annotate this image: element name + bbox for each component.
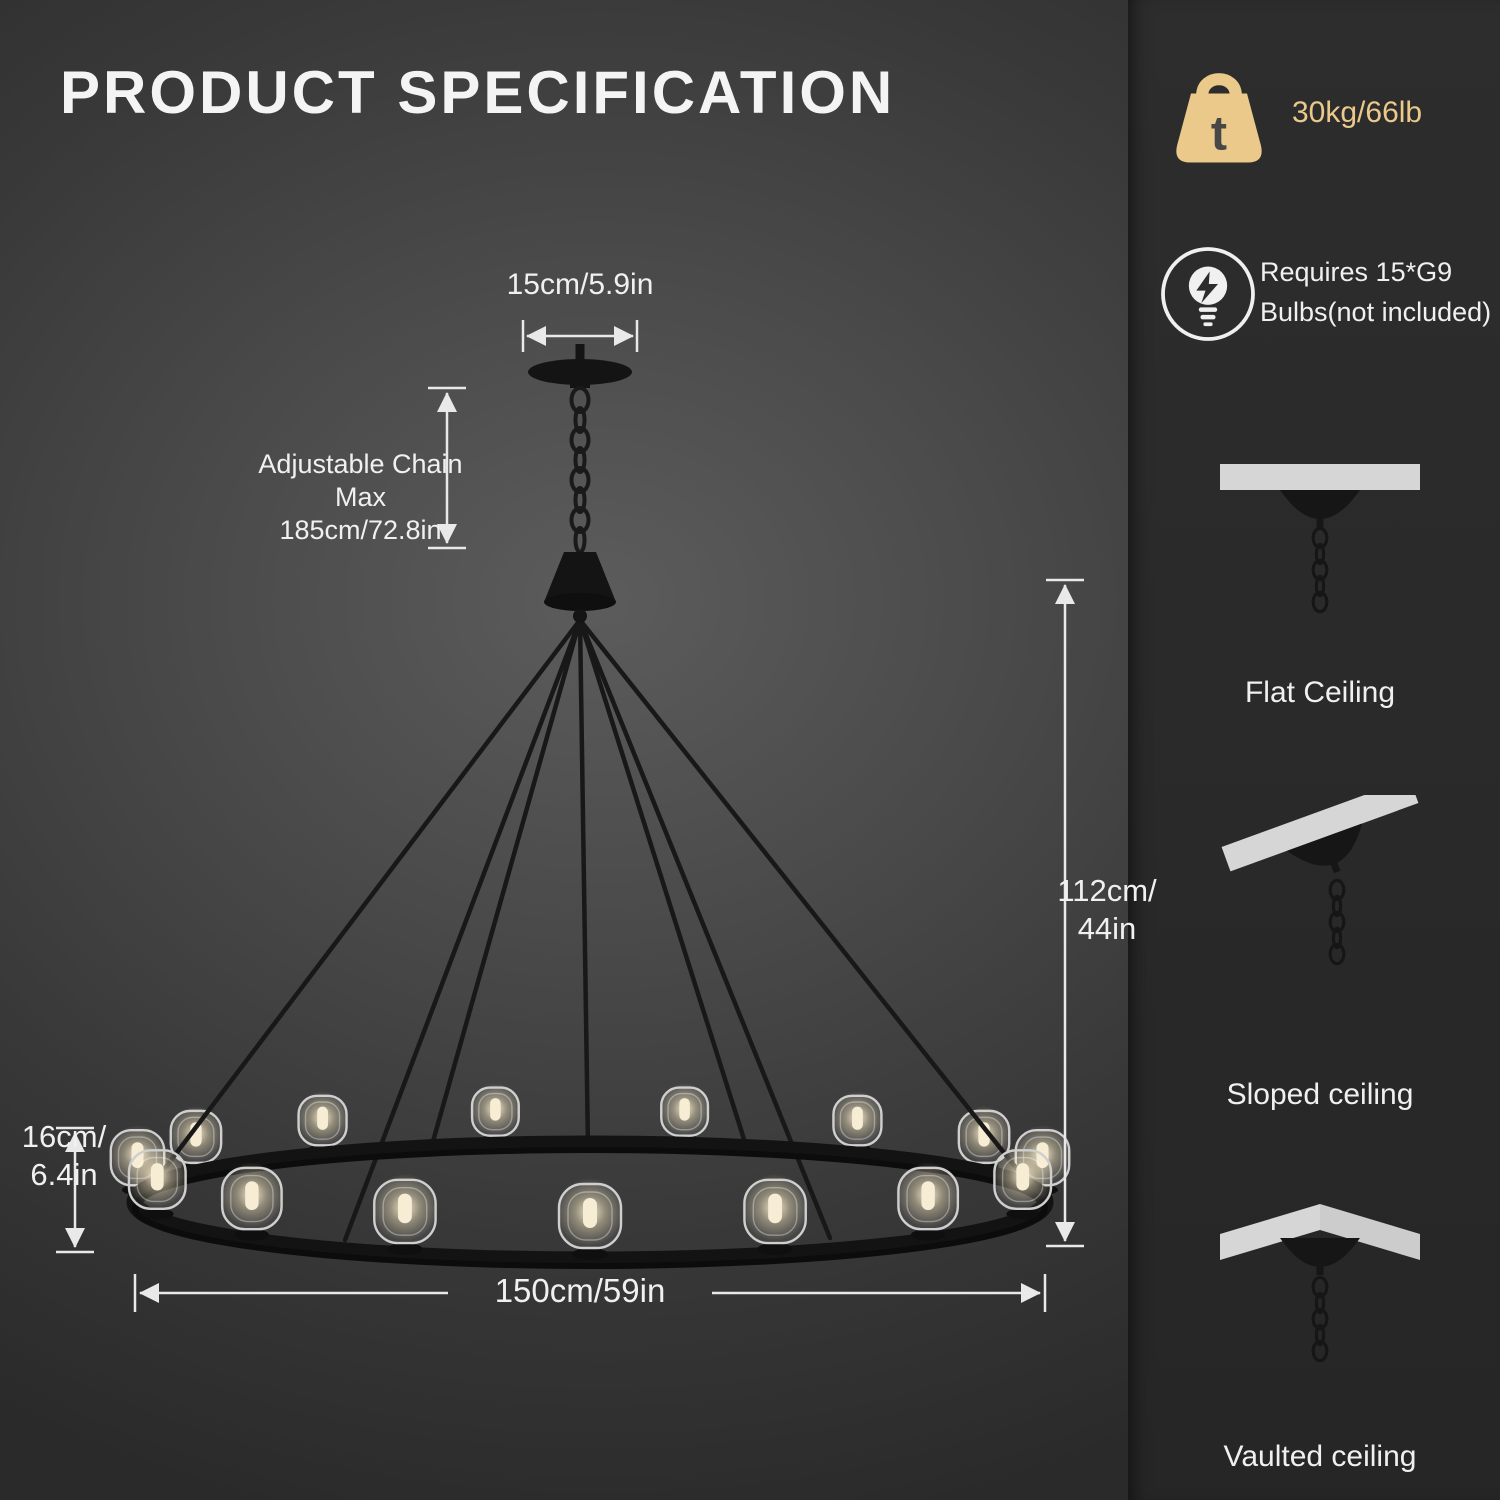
glass-shade-light xyxy=(659,1083,711,1144)
glass-shade-light xyxy=(741,1173,809,1255)
weight-value: 30kg/66lb xyxy=(1292,96,1423,129)
lightning-bolt-icon xyxy=(1196,271,1218,304)
glass-shade-light xyxy=(126,1144,189,1220)
sloped-ceiling-label: Sloped ceiling xyxy=(1226,1078,1414,1111)
glass-shade-light xyxy=(296,1091,349,1154)
shade-height-label-line2: 6.4in xyxy=(30,1157,98,1192)
chain-length-label-line2: Max 185cm/72.8in xyxy=(279,482,442,545)
sloped-ceiling-figure xyxy=(1221,795,1419,966)
shade-height-label-line1: 16cm/ xyxy=(21,1119,107,1154)
bulb-requirement-line2: Bulbs(not included) xyxy=(1260,297,1492,327)
flat-ceiling-chain xyxy=(1311,526,1329,614)
bulb-requirement: Requires 15*G9 Bulbs(not included) xyxy=(1260,252,1491,332)
glass-shade-light xyxy=(831,1091,884,1154)
glass-lights-front xyxy=(126,1144,1054,1260)
canopy-width-label: 15cm/5.9in xyxy=(506,268,654,301)
bulb-icon xyxy=(1161,247,1255,341)
dim-chain-length xyxy=(428,386,466,550)
height-label-line1: 112cm/ xyxy=(1057,873,1157,908)
sloped-ceiling-chain xyxy=(1328,878,1346,966)
diameter-label: 150cm/59in xyxy=(494,1272,666,1309)
bulb-requirement-line1: Requires 15*G9 xyxy=(1260,257,1453,287)
page-title: PRODUCT SPECIFICATION xyxy=(60,59,896,126)
vaulted-ceiling-figure xyxy=(1220,1204,1420,1363)
glass-shade-light xyxy=(469,1083,521,1144)
glass-shade-light xyxy=(991,1144,1054,1220)
glass-shade-light xyxy=(371,1173,439,1255)
suspension-rods xyxy=(147,617,1035,1243)
glass-shade-light xyxy=(895,1162,961,1241)
chain-length-label-line1: Adjustable Chain xyxy=(258,449,463,479)
vaulted-ceiling-label: Vaulted ceiling xyxy=(1223,1440,1417,1473)
weight-icon: t xyxy=(1176,73,1262,163)
dimension-lines xyxy=(56,320,1084,1312)
height-label-line2: 44in xyxy=(1077,911,1137,946)
flat-ceiling-figure xyxy=(1220,464,1420,614)
shade-height-label: 16cm/ 6.4in xyxy=(0,1118,128,1194)
dim-canopy-width xyxy=(521,320,639,352)
glass-shade-light xyxy=(219,1162,285,1241)
wheel-ring-underside xyxy=(132,1147,1048,1269)
chain-length-label: Adjustable Chain Max 185cm/72.8in xyxy=(258,448,463,547)
hanging-chain xyxy=(569,386,591,554)
glass-shade-light xyxy=(556,1178,624,1260)
height-label: 112cm/ 44in xyxy=(1042,872,1172,948)
weight-icon-letter: t xyxy=(1211,106,1227,160)
chandelier-illustration xyxy=(108,344,1072,1269)
vaulted-ceiling-chain xyxy=(1311,1275,1329,1363)
dim-height xyxy=(1046,578,1084,1248)
ceiling-plate xyxy=(528,344,632,388)
canopy xyxy=(544,552,616,623)
flat-ceiling-label: Flat Ceiling xyxy=(1244,676,1396,709)
dim-diameter xyxy=(133,1274,1047,1312)
dim-shade-height xyxy=(56,1126,94,1254)
